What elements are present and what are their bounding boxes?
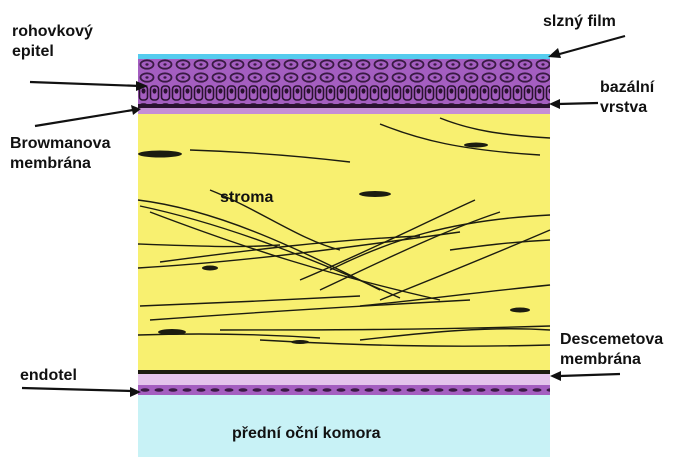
- epithelium-layer: [138, 58, 550, 112]
- label-slzny-film: slzný film: [543, 12, 616, 32]
- endothelium-layer: [138, 385, 550, 395]
- label-endotel: endotel: [20, 366, 77, 386]
- label-stroma: stroma: [220, 188, 273, 208]
- label-predni-ocni-komora: přední oční komora: [232, 424, 380, 444]
- descemet-membrane: [138, 374, 550, 386]
- descemet-dark-line: [138, 370, 550, 374]
- bowman-membrane: [138, 108, 550, 114]
- label-browmanova-membrana: Browmanova membrána: [10, 134, 110, 174]
- tear-film: [138, 54, 550, 59]
- label-bazalni-vrstva: bazální vrstva: [600, 78, 654, 118]
- label-rohovkovy-epitel: rohovkový epitel: [12, 22, 93, 62]
- stroma-layer: [138, 114, 550, 370]
- basal-layer-line: [138, 104, 550, 108]
- label-descemetova-membrana: Descemetova membrána: [560, 330, 663, 370]
